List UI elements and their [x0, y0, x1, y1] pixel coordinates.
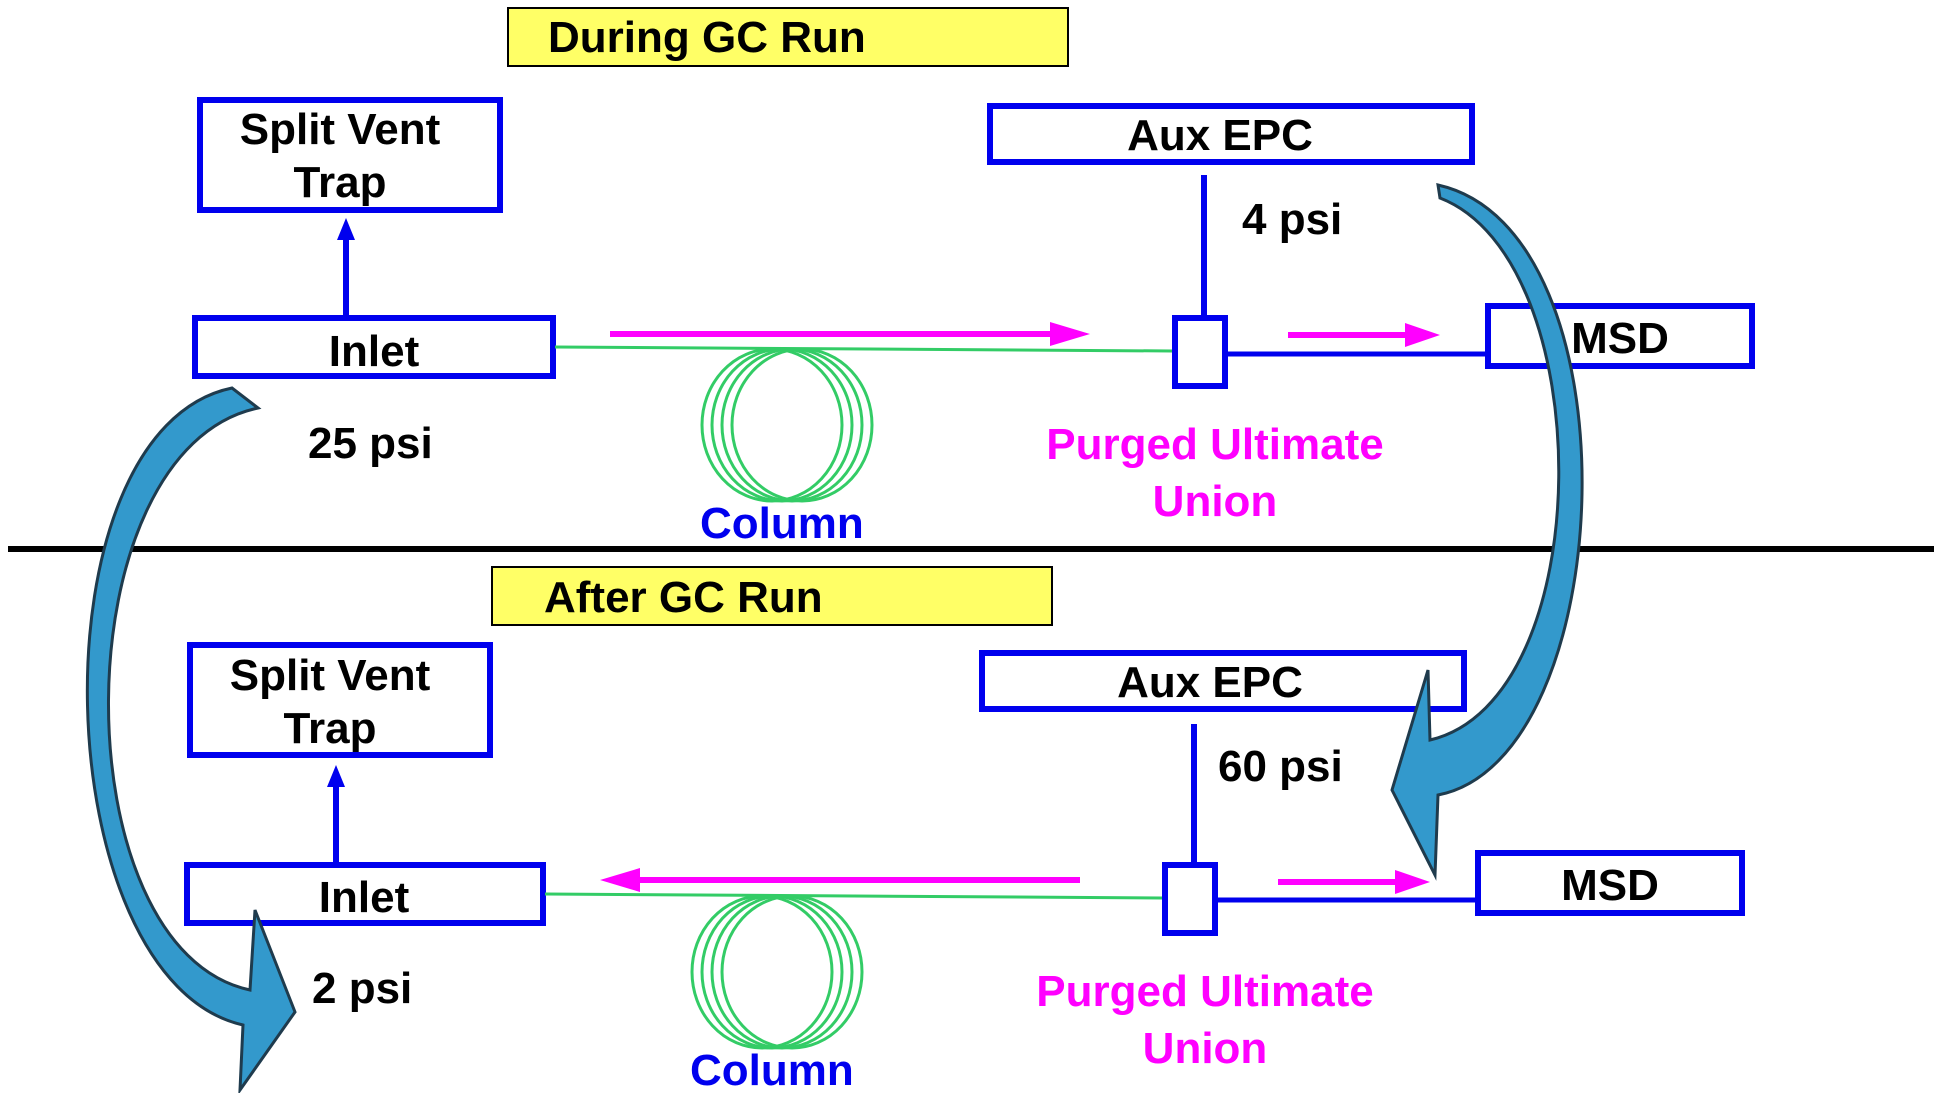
column-label-top: Column [700, 499, 864, 548]
inlet-box-bottom [184, 862, 546, 926]
aux-pressure-bottom: 60 psi [1218, 742, 1343, 791]
trap-label-top: Trap [294, 158, 387, 207]
flow-arrow-union-to-msd-bottom [1278, 870, 1430, 894]
aux-epc-label-top: Aux EPC [1127, 111, 1313, 160]
flow-arrow-inlet-to-union-top [610, 322, 1090, 346]
inlet-box-top [192, 315, 556, 379]
after-title-box [491, 566, 1053, 626]
aux-epc-box-top [987, 103, 1475, 165]
during-gc-run-panel: During GC Run Split Vent Trap Inlet 25 p… [192, 7, 1755, 548]
aux-epc-label-bottom: Aux EPC [1117, 658, 1303, 707]
inlet-to-vent-arrowhead-bottom [327, 765, 345, 787]
column-label-bottom: Column [690, 1046, 854, 1093]
msd-label-top: MSD [1571, 314, 1669, 363]
split-vent-trap-box-bottom [187, 642, 493, 758]
after-gc-run-panel: After GC Run Split Vent Trap Inlet 2 psi… [184, 566, 1745, 1093]
split-vent-label-top: Split Vent [240, 105, 441, 154]
column-line-top [554, 345, 1173, 353]
flow-arrow-union-to-msd-top [1288, 323, 1440, 347]
during-title-box [507, 7, 1069, 67]
union-label-line2-bottom: Union [1143, 1024, 1268, 1073]
inlet-label-top: Inlet [329, 327, 420, 376]
after-title: After GC Run [544, 573, 823, 622]
inlet-pressure-top: 25 psi [308, 419, 433, 468]
union-label-line1-top: Purged Ultimate [1046, 420, 1383, 469]
inlet-pressure-transition-arrow [85, 386, 297, 1093]
trap-label-bottom: Trap [284, 704, 377, 753]
purged-union-box-top [1172, 315, 1228, 389]
aux-pressure-top: 4 psi [1242, 195, 1342, 244]
union-label-line2-top: Union [1153, 477, 1278, 526]
column-coil-top [700, 347, 874, 503]
msd-box-bottom [1475, 850, 1745, 916]
aux-pressure-transition-arrow [1390, 183, 1584, 881]
union-label-line1-bottom: Purged Ultimate [1036, 967, 1373, 1016]
column-coil-bottom [690, 894, 864, 1050]
inlet-to-vent-arrowhead-top [337, 218, 355, 240]
msd-box-top [1485, 303, 1755, 369]
flow-arrow-union-to-inlet-bottom [600, 868, 1080, 892]
msd-label-bottom: MSD [1561, 861, 1659, 910]
inlet-label-bottom: Inlet [319, 873, 410, 922]
split-vent-label-bottom: Split Vent [230, 651, 431, 700]
during-title: During GC Run [548, 13, 866, 62]
aux-epc-box-bottom [979, 650, 1467, 712]
split-vent-trap-box-top [197, 97, 503, 213]
inlet-pressure-bottom: 2 psi [312, 964, 412, 1013]
purged-union-box-bottom [1162, 862, 1218, 936]
column-line-bottom [544, 892, 1163, 900]
